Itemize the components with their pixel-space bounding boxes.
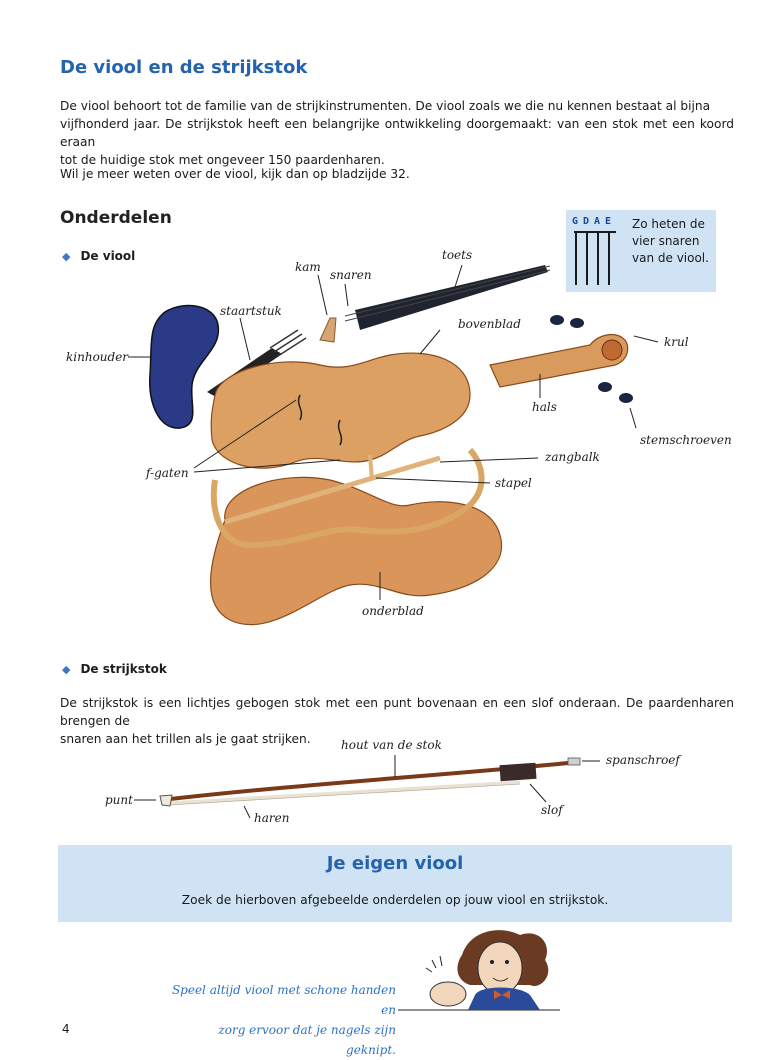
tip-text: Speel altijd viool met schone handen en … [170, 980, 396, 1060]
info-line-1: Zo heten de [632, 217, 705, 231]
bow-screw [567, 757, 581, 766]
bow-frog [499, 762, 537, 782]
banner-text: Zoek de hierboven afgebeelde onderdelen … [181, 893, 609, 907]
label-staartstuk: staartstuk [220, 304, 282, 318]
bow-hair [167, 780, 521, 805]
diamond-icon: ◆ [62, 250, 71, 263]
label-stapel: stapel [495, 476, 532, 490]
tip-line-2: zorg ervoor dat je nagels zijn geknipt. [218, 1023, 396, 1057]
label-bovenblad: bovenblad [458, 317, 521, 331]
exercise-banner: Je eigen viool Zoek de hierboven afgebee… [58, 845, 732, 922]
bow-bullet: ◆ De strijkstok [62, 662, 167, 676]
info-line-3: van de viool. [632, 251, 709, 265]
diamond-icon: ◆ [62, 663, 71, 676]
intro-line-2: vijfhonderd jaar. De strijkstok heeft ee… [60, 117, 734, 149]
chinrest-shape [149, 304, 220, 429]
label-snaren: snaren [330, 268, 372, 282]
bow-line-2: snaren aan het trillen als je gaat strij… [60, 732, 311, 746]
fingerboard-shape [355, 265, 548, 330]
tip-line-1: Speel altijd viool met schone handen en [171, 983, 396, 1017]
label-toets: toets [442, 248, 473, 262]
bow-tip [159, 794, 173, 807]
label-kam: kam [295, 260, 321, 274]
string-g-label: G [572, 216, 579, 227]
label-haren: haren [254, 811, 290, 825]
back-plate-shape [210, 476, 503, 626]
intro-line-1: De viool behoort tot de familie van de s… [60, 99, 711, 113]
strings-info-box: G D A E Zo heten de vier snaren van de v… [566, 210, 716, 292]
strings-info-text: Zo heten de vier snaren van de viool. [632, 216, 709, 267]
bridge-shape [319, 317, 337, 343]
info-line-2: vier snaren [632, 234, 700, 248]
page-number: 4 [62, 1022, 70, 1036]
string-d-label: D [583, 216, 590, 227]
hands-shape [429, 981, 467, 1007]
intro-line-3: tot de huidige stok met ongeveer 150 paa… [60, 153, 385, 167]
label-krul: krul [664, 335, 689, 349]
label-stemschroeven: stemschroeven [640, 433, 732, 447]
more-info-text: Wil je meer weten over de viool, kijk da… [60, 167, 410, 181]
label-onderblad: onderblad [362, 604, 424, 618]
string-e-label: E [605, 216, 612, 227]
top-plate-shape [210, 352, 471, 469]
strings-diagram-icon [574, 231, 616, 285]
jacket-shape [468, 987, 540, 1010]
label-spanschroef: spanschroef [606, 753, 680, 767]
bow-bullet-label: De strijkstok [80, 662, 167, 676]
label-zangbalk: zangbalk [545, 450, 600, 464]
bowtie-shape [494, 990, 510, 999]
label-f-gaten: f-gaten [146, 466, 189, 480]
label-slof: slof [541, 803, 563, 817]
bow-paragraph: De strijkstok is een lichtjes gebogen st… [60, 694, 734, 748]
face-shape [477, 941, 523, 995]
violin-bullet: ◆ De viool [62, 249, 135, 263]
intro-paragraph: De viool behoort tot de familie van de s… [60, 97, 734, 169]
label-hout-van-de-stok: hout van de stok [341, 738, 442, 752]
label-hals: hals [532, 400, 557, 414]
neck-shape [489, 333, 629, 388]
ribs-shape [210, 447, 485, 549]
label-kinhouder: kinhouder [66, 350, 129, 364]
section-heading: Onderdelen [60, 208, 172, 228]
label-punt: punt [105, 793, 133, 807]
banner-title: Je eigen viool [326, 853, 464, 874]
page-title: De viool en de strijkstok [60, 57, 308, 78]
bow-line-1: De strijkstok is een lichtjes gebogen st… [60, 696, 734, 728]
violin-bullet-label: De viool [80, 249, 136, 263]
string-a-label: A [594, 216, 601, 227]
